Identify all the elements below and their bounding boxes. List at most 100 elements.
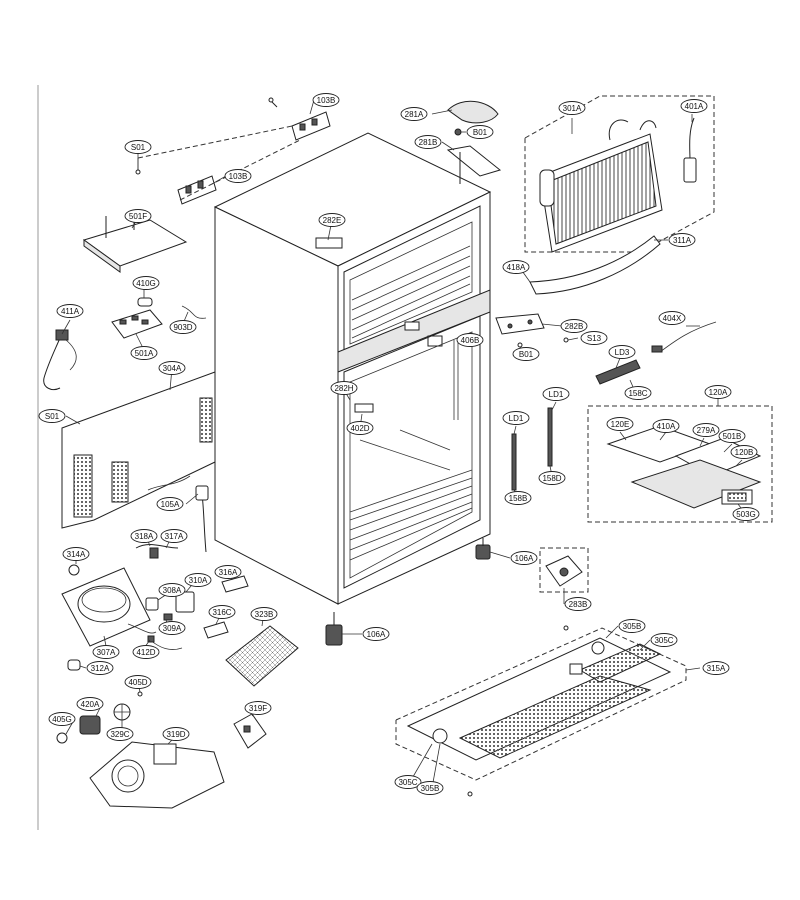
callout-label: 106A [515, 554, 534, 563]
callout-label: 316C [212, 608, 231, 617]
control-box-group-outline [587, 405, 773, 523]
hinge-cover-part [291, 111, 331, 141]
middle-hinge-part [495, 313, 545, 335]
evaporator-part [539, 119, 663, 253]
cover-plate-part [177, 175, 217, 205]
callout-label: B01 [473, 128, 488, 137]
callout-label: 501A [135, 349, 154, 358]
callout-label: 501F [129, 212, 147, 221]
base-cover-part [406, 637, 672, 761]
callout-bubble [86, 661, 114, 675]
insulation-pad-316a [221, 575, 249, 593]
callout-bubble [162, 727, 190, 741]
lamp-part-ld1-a [511, 433, 517, 491]
part-callout-310a: 310A [184, 573, 212, 587]
part-callout-404x: 404X [658, 311, 686, 325]
wire-harness-part [181, 305, 207, 319]
part-callout-308a: 308A [158, 583, 186, 597]
callout-bubble [224, 169, 252, 183]
part-callout-312a: 312A [86, 661, 114, 675]
callout-bubble [132, 276, 160, 290]
part-callout-501f: 501F [124, 209, 152, 223]
fan-shroud-part [89, 741, 225, 809]
part-callout-315a: 315A [702, 661, 730, 675]
callout-label: 105A [161, 500, 180, 509]
callout-bubble [158, 361, 186, 375]
callout-label: 305C [398, 778, 417, 787]
evaporator-cover-part [529, 235, 661, 295]
callout-label: 903D [173, 323, 192, 332]
callout-label: 406B [461, 336, 480, 345]
callout-bubble [732, 507, 760, 521]
callout-bubble [466, 125, 494, 139]
callout-label: 410A [657, 422, 676, 431]
part-callout-305b: 305B [618, 619, 646, 633]
part-callout-304a: 304A [158, 361, 186, 375]
callout-label: 158D [542, 474, 561, 483]
callout-bubble [400, 107, 428, 121]
callout-bubble [652, 419, 680, 433]
callout-bubble [38, 409, 66, 423]
callout-label: 103B [229, 172, 248, 181]
part-callout-ld1: LD1 [542, 387, 570, 401]
drain-hose-part [195, 485, 209, 553]
callout-label: 501B [723, 432, 742, 441]
part-callout-158b: 158B [504, 491, 532, 505]
fan-bracket-part [233, 713, 267, 749]
callout-label: 283B [569, 600, 588, 609]
callout-bubble [106, 727, 134, 741]
part-callout-s01: S01 [38, 409, 66, 423]
callout-bubble [346, 421, 374, 435]
screw-part-405d [137, 691, 143, 697]
callout-label: 318A [135, 532, 154, 541]
back-cover-panel [61, 371, 216, 529]
callout-bubble [558, 101, 586, 115]
callout-bubble [618, 619, 646, 633]
top-hinge-bracket [446, 145, 502, 184]
callout-label: 106A [367, 630, 386, 639]
callout-label: 282B [565, 322, 584, 331]
callout-label: 319D [166, 730, 185, 739]
callout-label: 305C [654, 636, 673, 645]
callout-label: 120E [611, 420, 630, 429]
callout-bubble [130, 529, 158, 543]
callout-bubble [692, 423, 720, 437]
callout-label: 281A [405, 110, 424, 119]
callout-bubble [668, 233, 696, 247]
callout-label: 420A [81, 700, 100, 709]
callout-bubble [538, 471, 566, 485]
callout-label: 281B [419, 138, 438, 147]
callout-bubble [92, 645, 120, 659]
callout-label: 402D [350, 424, 369, 433]
fuse-part [137, 297, 153, 307]
compressor-part [61, 567, 157, 647]
callout-label: 310A [189, 576, 208, 585]
callout-bubble [208, 605, 236, 619]
pcb-cover-part [82, 210, 188, 273]
part-callout-317a: 317A [160, 529, 188, 543]
callout-label: 412D [136, 648, 155, 657]
callout-bubble [704, 385, 732, 399]
part-callout-405g: 405G [48, 712, 76, 726]
callout-bubble [512, 347, 540, 361]
part-callout-158d: 158D [538, 471, 566, 485]
screw-part-s01 [135, 169, 141, 175]
grommet-part-405g [56, 732, 68, 744]
callout-bubble [312, 93, 340, 107]
part-callout-309a: 309A [158, 621, 186, 635]
part-callout-305c: 305C [394, 775, 422, 789]
callout-bubble [160, 529, 188, 543]
grommet-part [68, 564, 80, 576]
part-callout-323b: 323B [250, 607, 278, 621]
callout-bubble [680, 99, 708, 113]
part-callout-282e: 282E [318, 213, 346, 227]
callout-label: 411A [61, 307, 80, 316]
callout-bubble [564, 597, 592, 611]
callout-label: S01 [131, 143, 146, 152]
base-cover-group-outline [395, 627, 687, 781]
callout-label: 305B [421, 784, 440, 793]
leveling-foot-right [475, 538, 491, 560]
part-callout-120a: 120A [704, 385, 732, 399]
callout-label: 405G [52, 715, 72, 724]
callout-label: 120A [709, 388, 728, 397]
